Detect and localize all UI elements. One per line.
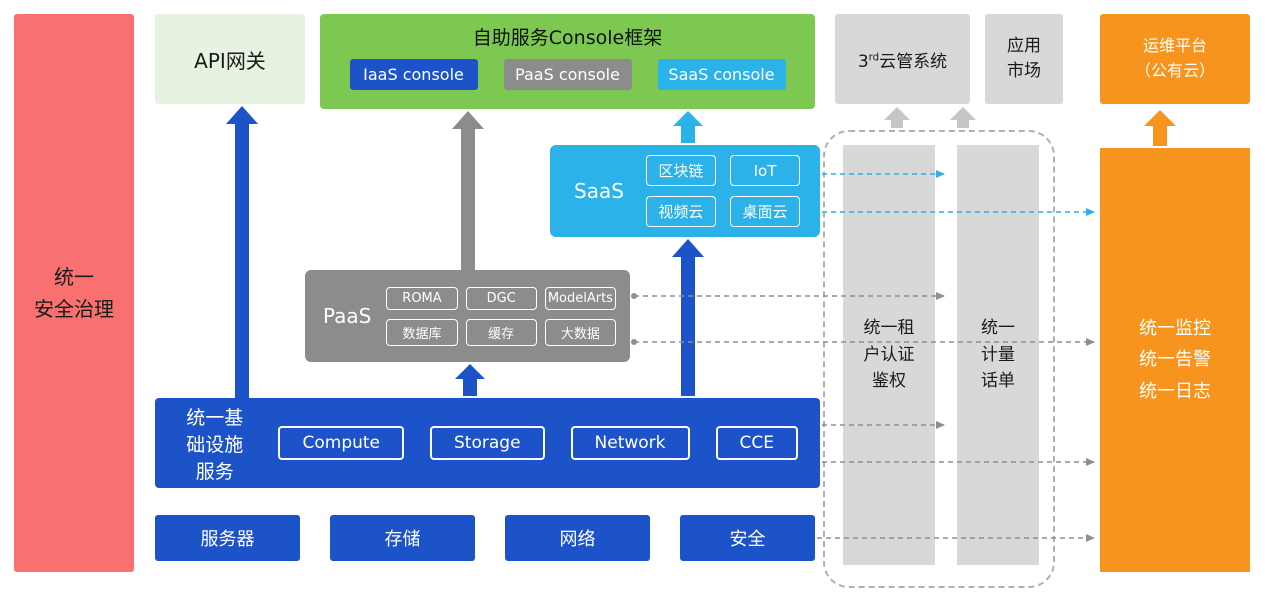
console-framework-box: 自助服务Console框架 IaaS console PaaS console … [320, 14, 815, 109]
chip-database: 数据库 [386, 318, 458, 346]
third-cloud-prefix: 3 [857, 51, 869, 72]
third-party-cloud-mgmt-box: 3rd云管系统 [835, 14, 970, 104]
console-chip-row: IaaS console PaaS console SaaS console [349, 59, 786, 90]
chip-network: Network [570, 426, 690, 460]
chip-video-cloud: 视频云 [645, 196, 716, 227]
security-governance-label: 统一 安全治理 [34, 265, 114, 321]
chip-roma: ROMA [386, 286, 458, 310]
infrastructure-service-box: 统一基础设施服务 Compute Storage Network CCE [155, 398, 820, 488]
app-market-label: 应用 市场 [1007, 35, 1041, 82]
console-framework-title: 自助服务Console框架 [472, 27, 663, 49]
tenant-auth-label: 统一租 户认证 鉴权 [863, 318, 915, 392]
paas-chip-grid: ROMA DGC ModelArts 数据库 缓存 大数据 [386, 286, 616, 346]
arrow-to-third-cloud [884, 107, 910, 128]
chip-storage: Storage [430, 426, 545, 460]
paas-layer-label: PaaS [323, 304, 372, 328]
api-gateway-label: API网关 [194, 48, 266, 73]
chip-iot: IoT [729, 155, 800, 186]
iaas-console-chip: IaaS console [349, 59, 478, 90]
infrastructure-service-label: 统一基础设施服务 [186, 406, 244, 483]
security-governance-bar: 统一 安全治理 [14, 14, 134, 572]
paas-layer-box: PaaS ROMA DGC ModelArts 数据库 缓存 大数据 [305, 270, 630, 362]
metering-bar: 统一 计量 话单 [957, 145, 1039, 565]
chip-cache: 缓存 [465, 318, 537, 346]
chip-compute: Compute [278, 426, 405, 460]
third-party-cloud-mgmt-label: 3rd云管系统 [858, 47, 947, 72]
infrastructure-chip-row: Compute Storage Network CCE [278, 426, 798, 460]
connector-dot-paas-2 [631, 339, 637, 345]
chip-desktop-cloud: 桌面云 [729, 196, 800, 227]
saas-chip-grid: 区块链 IoT 视频云 桌面云 [645, 155, 800, 227]
network-box: 网络 [505, 515, 650, 561]
arrow-monitor-to-om [1144, 110, 1176, 146]
app-market-box: 应用 市场 [985, 14, 1063, 104]
arrow-iaas-to-api-gateway [226, 106, 258, 398]
server-box: 服务器 [155, 515, 300, 561]
arrow-iaas-to-paas [455, 364, 485, 396]
api-gateway-box: API网关 [155, 14, 305, 104]
saas-layer-box: SaaS 区块链 IoT 视频云 桌面云 [550, 145, 820, 237]
monitoring-bar: 统一监控 统一告警 统一日志 [1100, 148, 1250, 572]
third-cloud-sup: rd [868, 51, 880, 63]
chip-cce: CCE [715, 426, 798, 460]
security-box: 安全 [680, 515, 815, 561]
paas-console-chip: PaaS console [503, 59, 632, 90]
chip-modelarts: ModelArts [544, 286, 616, 310]
om-platform-label: 运维平台 （公有云） [1134, 36, 1215, 80]
arrow-iaas-to-saas [672, 239, 704, 396]
storage-box: 存储 [330, 515, 475, 561]
arrow-to-app-market [950, 107, 976, 128]
chip-dgc: DGC [465, 286, 537, 310]
shared-services-dashed-group [823, 130, 1055, 588]
chip-blockchain: 区块链 [645, 155, 716, 186]
saas-layer-label: SaaS [574, 179, 624, 203]
connector-dot-paas-1 [631, 293, 637, 299]
metering-label: 统一 计量 话单 [981, 318, 1015, 392]
chip-bigdata: 大数据 [544, 318, 616, 346]
tenant-auth-bar: 统一租 户认证 鉴权 [843, 145, 935, 565]
saas-console-chip: SaaS console [657, 59, 786, 90]
monitoring-label: 统一监控 统一告警 统一日志 [1139, 317, 1211, 402]
third-cloud-rest: 云管系统 [879, 51, 948, 72]
arrow-saas-to-console [673, 111, 703, 143]
arrow-paas-to-console [452, 111, 484, 270]
om-platform-box: 运维平台 （公有云） [1100, 14, 1250, 104]
